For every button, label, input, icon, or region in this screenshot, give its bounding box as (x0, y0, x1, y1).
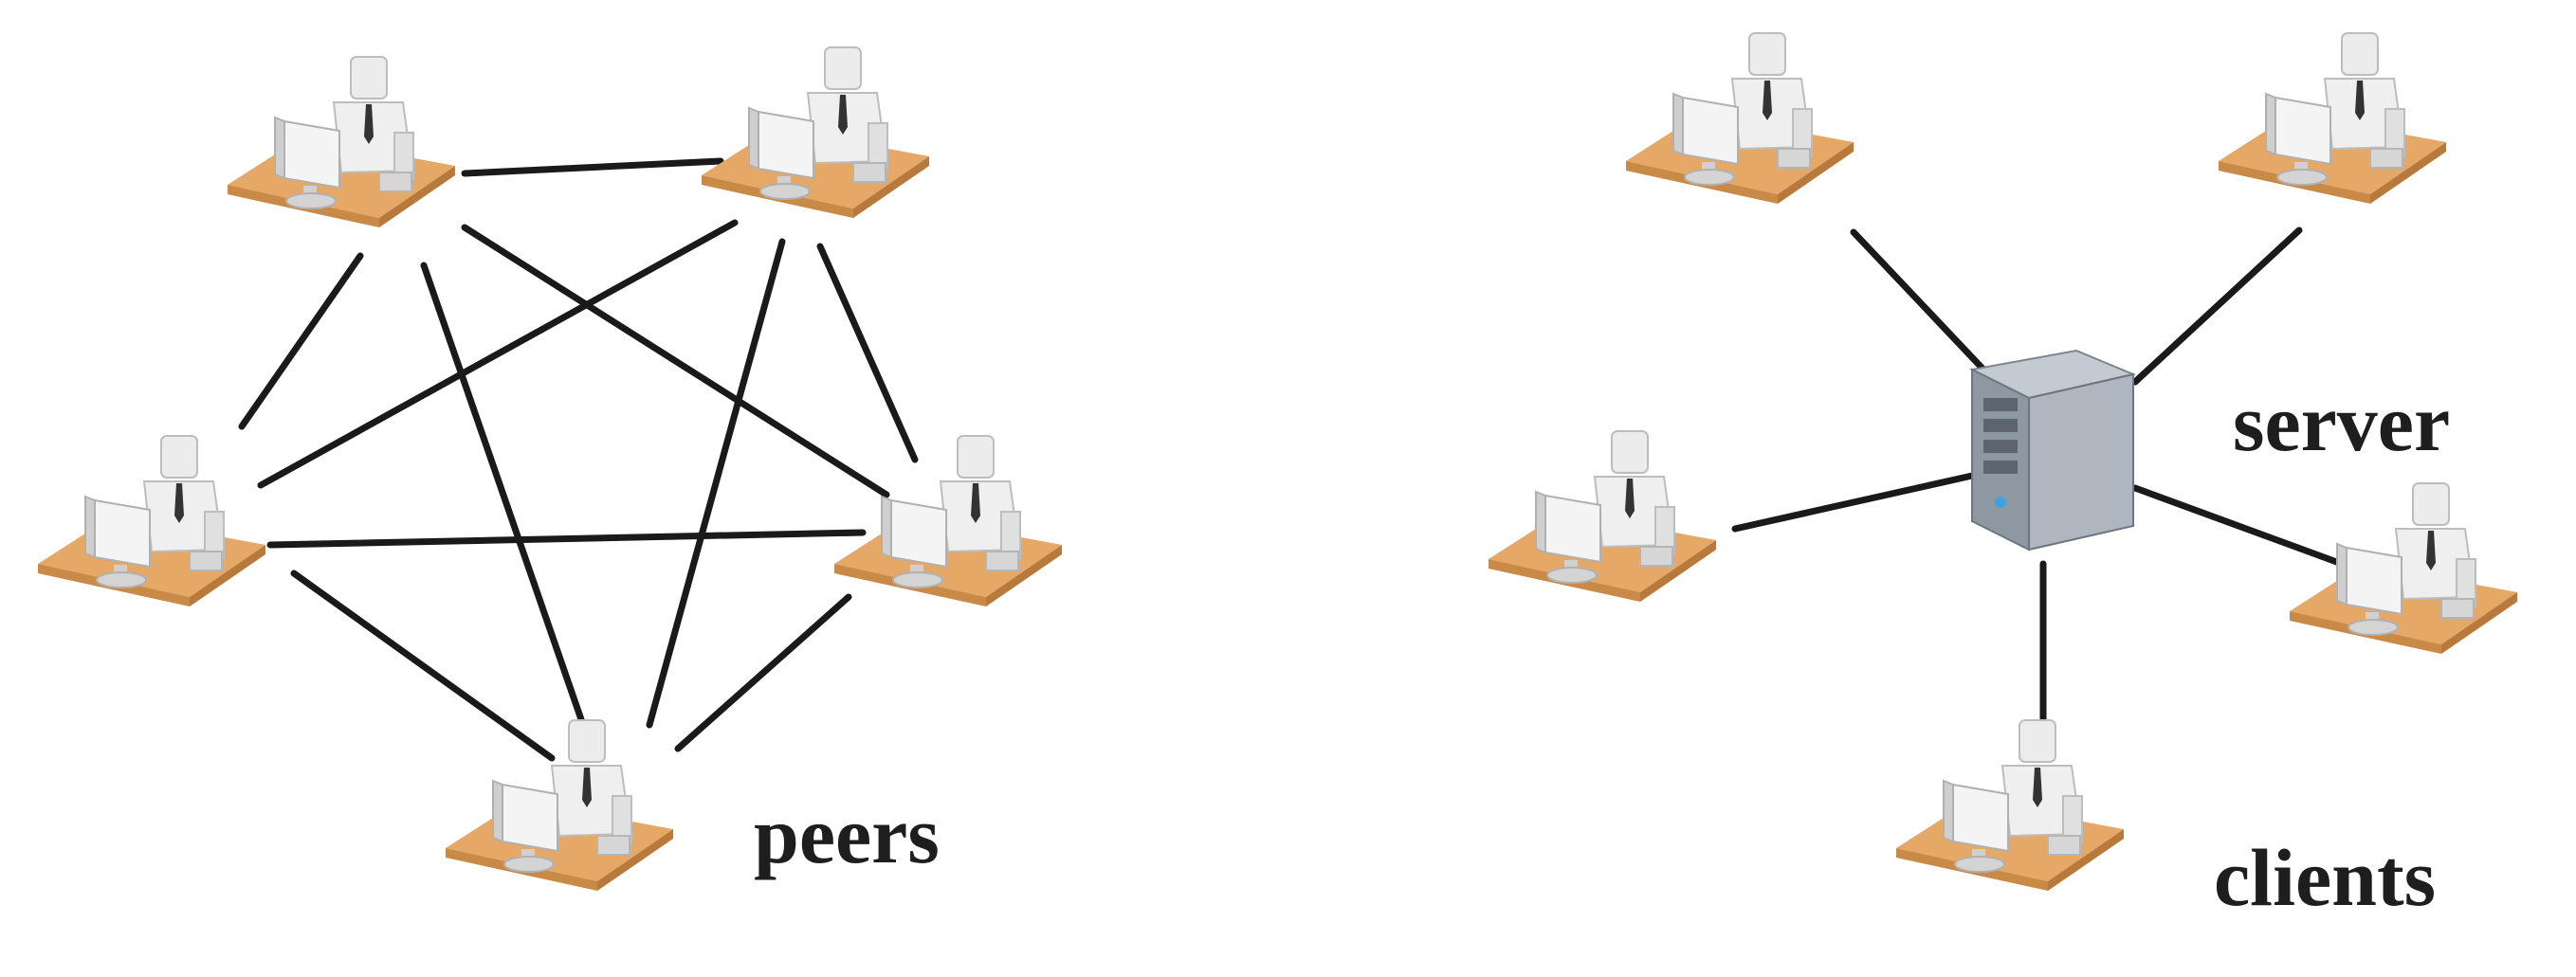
peer-links (238, 157, 919, 762)
peer-workstation-icon (445, 719, 674, 892)
peer-link (461, 224, 890, 498)
clients-label: clients (2214, 832, 2436, 923)
peer-link (816, 243, 919, 463)
client-link (2131, 484, 2346, 568)
peer-link (257, 219, 739, 489)
peer-link (461, 157, 724, 177)
client-link (1850, 228, 1990, 376)
peer-link (646, 238, 786, 729)
peer-workstation-icon (37, 435, 266, 607)
peer-link (674, 593, 852, 752)
peer-link (238, 252, 364, 430)
client-workstation-icon (1488, 430, 1717, 603)
peer-link (290, 570, 556, 762)
peer-workstation-icon (227, 56, 456, 228)
client-link (2131, 226, 2303, 386)
peers-label: peers (754, 789, 940, 880)
server-label: server (2233, 377, 2450, 468)
client-links (1731, 226, 2346, 729)
peer-link (266, 529, 867, 549)
client-workstation-icon (1625, 32, 1854, 205)
client-workstation-icon (1895, 719, 2125, 892)
peer-workstation-icon (833, 435, 1063, 607)
server-tower-icon (1971, 350, 2134, 551)
client-workstation-icon (2218, 32, 2447, 205)
client-server-network: server clients (1488, 32, 2518, 923)
client-link (1731, 472, 1976, 533)
peer-workstation-icon (701, 46, 930, 219)
peer-network: peers (37, 46, 1063, 892)
peer-link (420, 262, 587, 729)
client-workstation-icon (2289, 482, 2518, 655)
